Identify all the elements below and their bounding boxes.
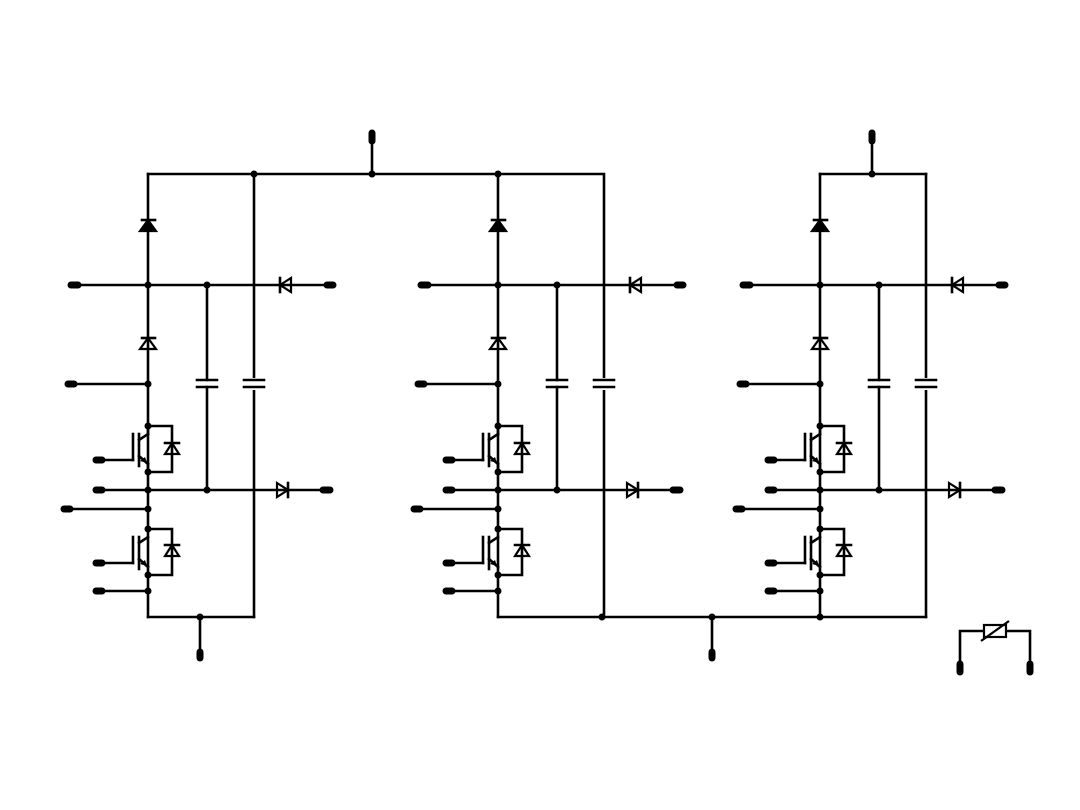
module-2 bbox=[414, 174, 683, 617]
top-bus-left bbox=[146, 129, 604, 178]
module-1 bbox=[64, 174, 333, 617]
bottom-bus-right bbox=[496, 613, 928, 662]
bottom-bus-left bbox=[146, 613, 256, 662]
top-bus-right bbox=[818, 129, 928, 178]
module-3 bbox=[736, 174, 1005, 617]
thermistor bbox=[956, 620, 1034, 676]
